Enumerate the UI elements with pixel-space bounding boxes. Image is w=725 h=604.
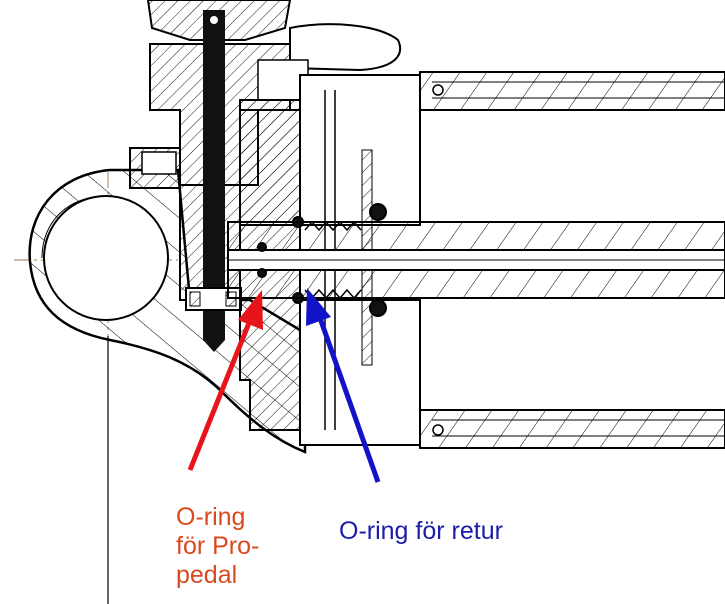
label-o-ring-retur: O-ring för retur	[339, 517, 503, 545]
outer-sleeve	[419, 71, 725, 449]
damper-shaft	[227, 221, 725, 299]
eyelet-mount	[28, 168, 307, 454]
adjuster-spindle	[185, 10, 242, 352]
label-propedal-line-3: pedal	[176, 561, 238, 589]
arrow-retur	[306, 288, 381, 483]
label-propedal-line-1: O-ring	[176, 503, 246, 531]
label-o-ring-propedal: O-ring för Pro- pedal	[176, 503, 259, 590]
arrow-propedal	[187, 290, 263, 471]
label-propedal-line-2: för Pro-	[176, 532, 260, 560]
